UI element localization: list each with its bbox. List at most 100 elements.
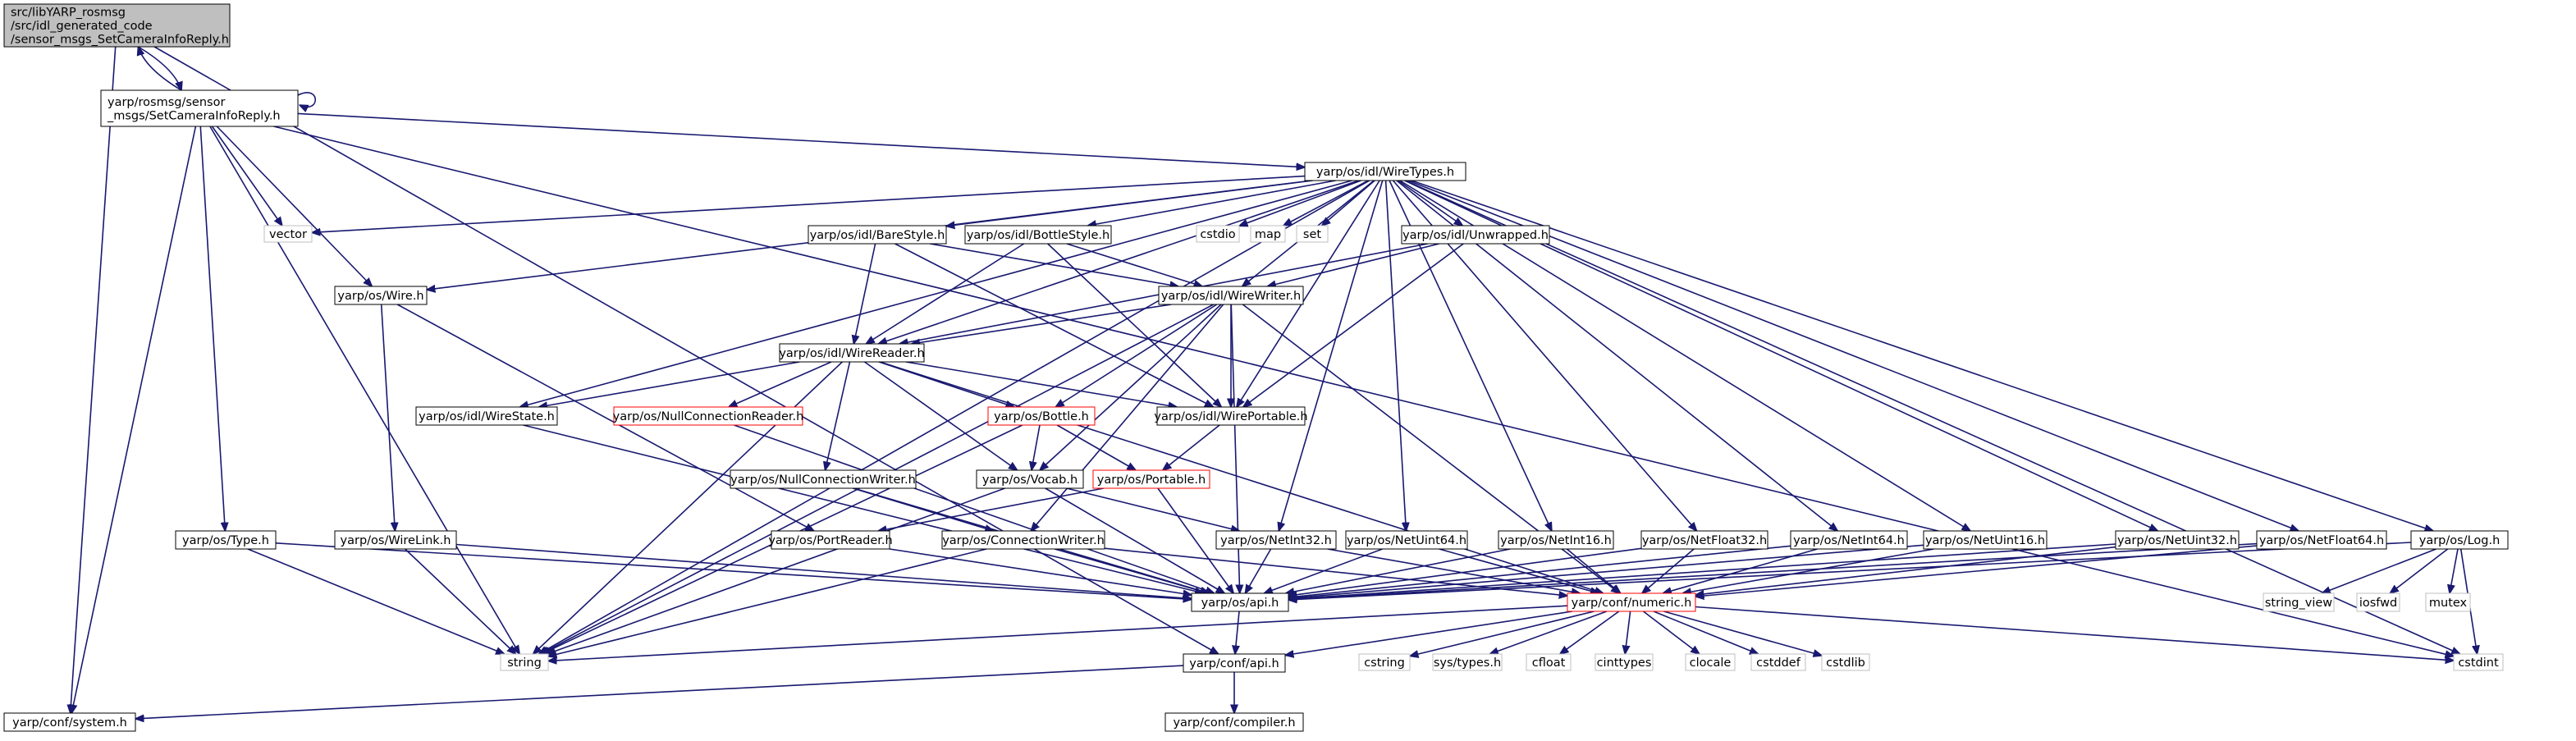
node-label: set [1303,228,1321,241]
edge-netuint64-to-osapi [1264,548,1383,593]
edge-scir-to-vector [211,126,282,226]
edge-wirereader-to-wireportable [905,361,1177,407]
node-netfloat64[interactable]: yarp/os/NetFloat64.h [2256,530,2387,550]
node-confapi[interactable]: yarp/conf/api.h [1183,653,1286,673]
node-label: yarp/os/NetFloat64.h [2259,534,2384,547]
node-box [1345,530,1468,550]
node-nullconnwriter[interactable]: yarp/os/NullConnectionWriter.h [730,469,917,489]
node-box [2425,592,2471,612]
node-netint64[interactable]: yarp/os/NetInt64.h [1790,530,1908,550]
node-label: yarp/rosmsg/sensor [108,96,225,109]
node-box [1750,653,1806,671]
node-log[interactable]: yarp/os/Log.h [2410,530,2509,550]
node-numeric[interactable]: yarp/conf/numeric.h [1567,592,1696,612]
node-root[interactable]: src/libYARP_rosmsg/src/idl_generated_cod… [3,3,231,48]
node-wirereader[interactable]: yarp/os/idl/WireReader.h [779,343,925,363]
node-portreader[interactable]: yarp/os/PortReader.h [768,530,893,550]
node-label: string [507,656,542,670]
node-label: yarp/os/NetInt16.h [1500,534,1612,547]
node-scir[interactable]: yarp/rosmsg/sensor_msgs/SetCameraInfoRep… [100,89,299,127]
node-wiretypes[interactable]: yarp/os/idl/WireTypes.h [1304,162,1466,181]
node-wirelink[interactable]: yarp/os/WireLink.h [334,530,457,550]
edge-numeric-to-string [548,605,1568,661]
node-box [1215,530,1337,550]
node-compiler[interactable]: yarp/conf/compiler.h [1164,712,1304,732]
node-box [941,530,1105,550]
node-box [1092,469,1210,489]
node-label: yarp/os/idl/BottleStyle.h [967,229,1110,242]
edge-vocab-to-string [547,487,1005,654]
edge-wiretypes-to-wireportable [1237,180,1380,407]
edge-root-to-confapi [153,46,1219,654]
edge-wirereader-to-wirestate [539,361,800,407]
edge-vocab-to-netint32 [1066,487,1240,531]
node-netuint64[interactable]: yarp/os/NetUint64.h [1345,530,1468,550]
edge-log-to-mutex [2450,548,2459,593]
node-box [415,406,558,426]
edge-wirereader-to-nullconnwriter [826,361,851,470]
edge-netfloat32-to-osapi [1288,547,1642,596]
node-type[interactable]: yarp/os/Type.h [175,530,277,550]
node-netuint16[interactable]: yarp/os/NetUint16.h [1923,530,2048,550]
edge-netuint32-to-osapi [1288,543,2116,599]
node-wirewriter[interactable]: yarp/os/idl/WireWriter.h [1158,286,1304,305]
node-netuint32[interactable]: yarp/os/NetUint32.h [2115,530,2240,550]
node-label: yarp/os/WireLink.h [341,534,451,547]
node-box [2453,653,2504,671]
node-cstddef: cstddef [1750,653,1806,671]
node-label: yarp/os/NullConnectionWriter.h [730,473,916,487]
edge-wirelink-to-string [405,548,516,654]
node-label: yarp/os/NetInt32.h [1220,534,1332,547]
node-wire[interactable]: yarp/os/Wire.h [334,286,428,305]
node-nullconnreader[interactable]: yarp/os/NullConnectionReader.h [613,406,804,426]
node-connwriter[interactable]: yarp/os/ConnectionWriter.h [941,530,1105,550]
node-wireportable[interactable]: yarp/os/idl/WirePortable.h [1154,406,1308,426]
node-cstdlib: cstdlib [1821,653,1870,671]
node-box [1304,162,1466,181]
node-box [1640,530,1768,550]
node-label: yarp/os/NullConnectionReader.h [613,410,804,423]
edge-wiretypes-to-netint32 [1279,180,1384,531]
node-osapi[interactable]: yarp/os/api.h [1191,592,1289,612]
edge-netint32-to-osapi [1245,548,1272,593]
node-box [1250,225,1286,243]
node-box [1498,530,1614,550]
edge-scir-to-string [209,126,519,654]
node-box [1183,653,1286,673]
node-box [334,286,428,305]
node-box [1595,653,1654,671]
edge-log-to-osapi [1288,542,2412,600]
edge-bottlestyle-to-wirewriter [1066,243,1202,286]
edge-bottlestyle-to-wireportable [1047,243,1222,407]
node-label: cstring [1364,656,1405,670]
node-unwrapped[interactable]: yarp/os/idl/Unwrapped.h [1401,225,1550,245]
edge-wirereader-to-string [533,361,843,654]
edge-portable-to-portreader [878,487,1105,531]
node-label: yarp/os/Bottle.h [994,410,1089,423]
edge-netint16-to-osapi [1286,548,1511,593]
edge-numeric-to-cstddef [1653,611,1759,654]
node-wirestate[interactable]: yarp/os/idl/WireState.h [415,406,558,426]
edge-wirewriter-to-bottle [1055,304,1218,407]
node-bottlestyle[interactable]: yarp/os/idl/BottleStyle.h [964,225,1112,245]
edge-confapi-to-system [135,665,1184,719]
node-netint32[interactable]: yarp/os/NetInt32.h [1215,530,1337,550]
edge-netuint16-to-numeric [1682,548,1934,593]
node-cinttypes: cinttypes [1595,653,1654,671]
edge-barestyle-to-wireportable [895,243,1214,407]
node-systypes: sys/types.h [1432,653,1503,671]
edge-wiretypes-to-cstdint [1405,180,2460,654]
node-portable[interactable]: yarp/os/Portable.h [1092,469,1210,489]
node-system[interactable]: yarp/conf/system.h [3,712,136,732]
node-label: yarp/os/idl/WireTypes.h [1316,166,1454,179]
node-netint16[interactable]: yarp/os/NetInt16.h [1498,530,1614,550]
node-barestyle[interactable]: yarp/os/idl/BareStyle.h [808,225,947,245]
node-bottle[interactable]: yarp/os/Bottle.h [987,406,1096,426]
node-box [1156,406,1306,426]
node-box [1196,225,1240,243]
edge-numeric-to-cinttypes [1625,611,1631,654]
node-netfloat32[interactable]: yarp/os/NetFloat32.h [1640,530,1768,550]
edge-netfloat64-to-numeric [1695,545,2258,597]
node-vocab[interactable]: yarp/os/Vocab.h [976,469,1084,489]
